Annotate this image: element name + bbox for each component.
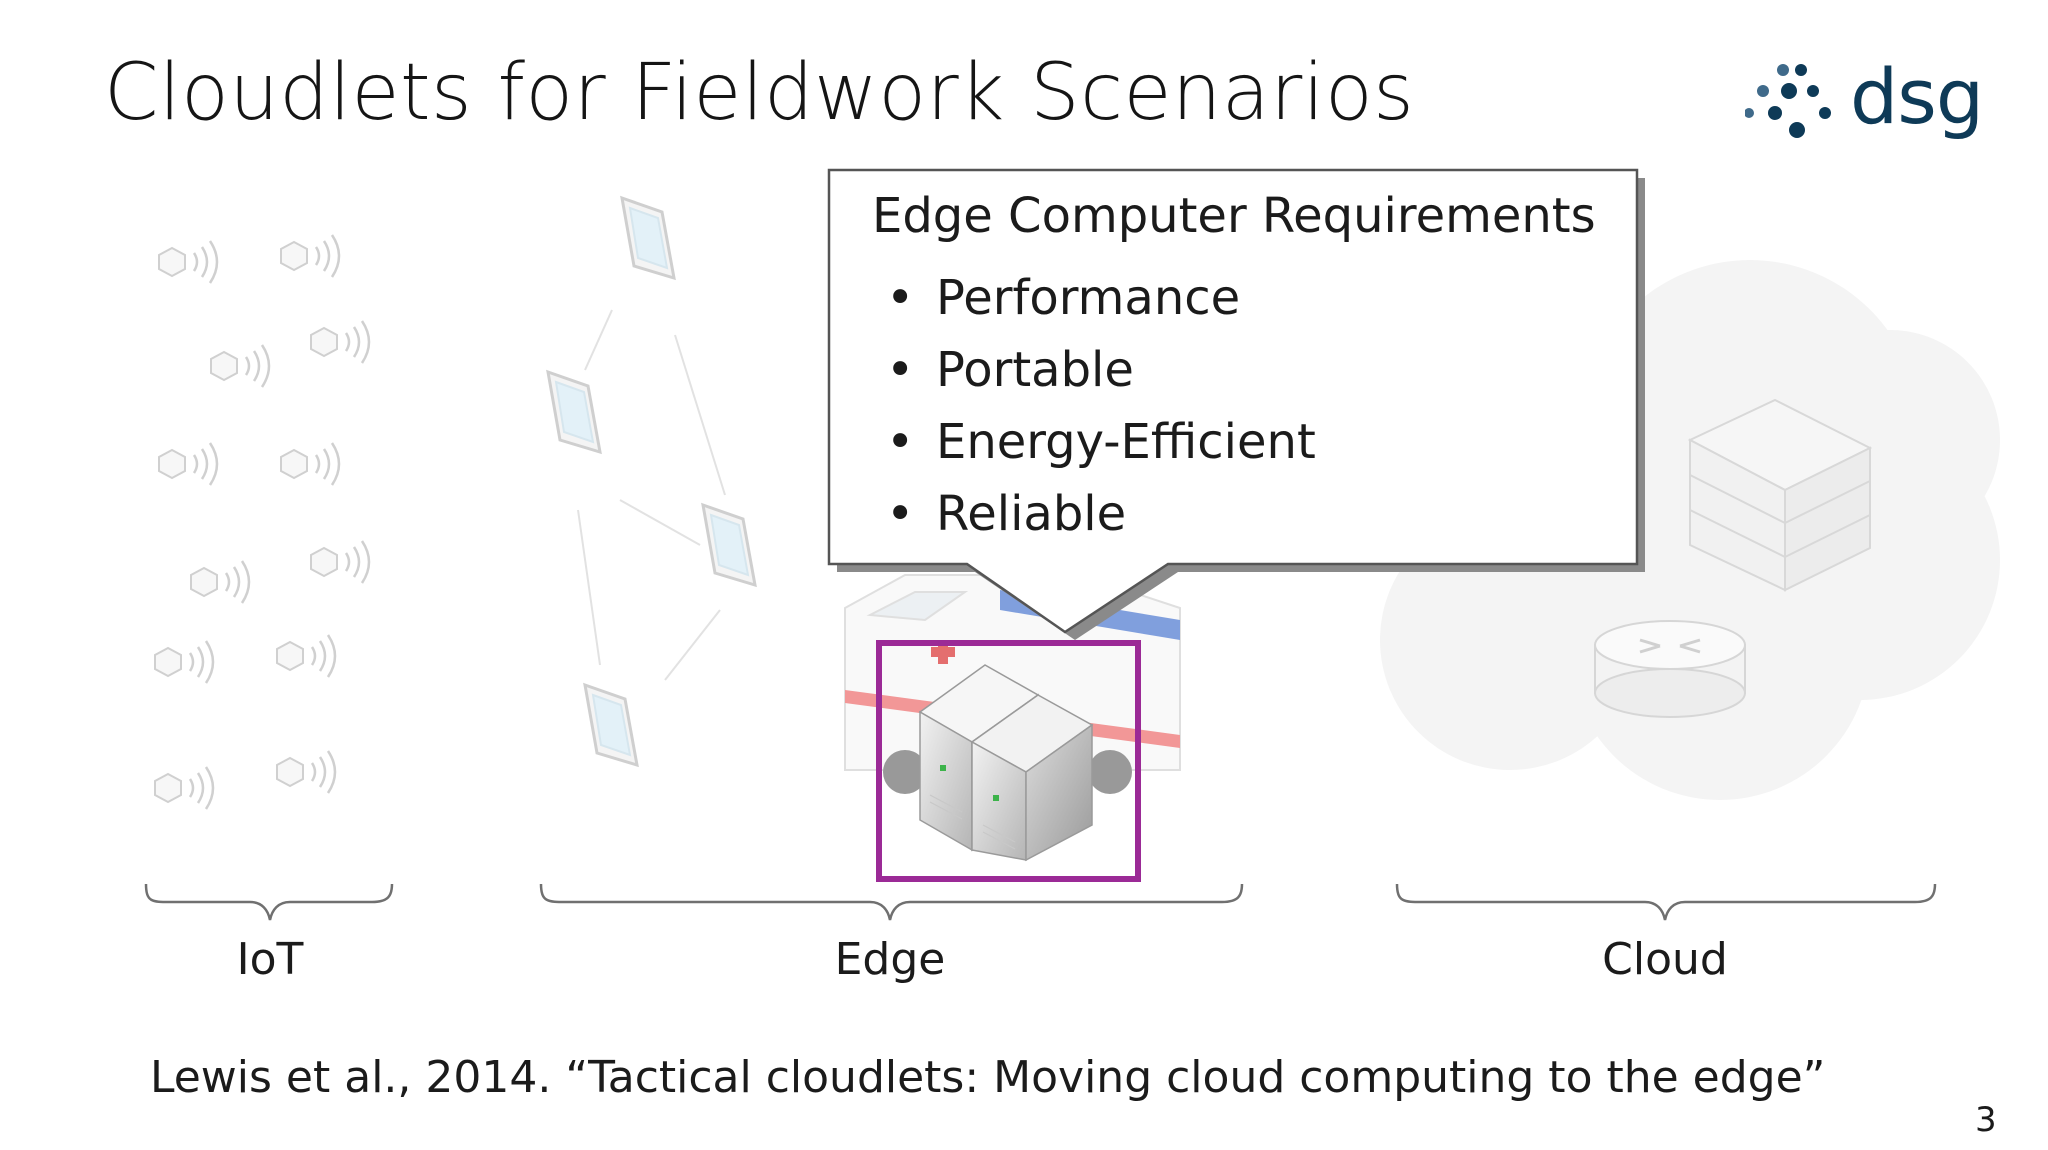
iot-label: IoT [236,934,304,985]
iot-sensor-icon [275,749,337,795]
tablet-icon [620,196,676,280]
dots-logo-icon [1744,64,1831,138]
requirements-list: •Performance •Portable •Energy-Efficient… [872,262,1596,550]
page-number: 3 [1975,1100,1997,1140]
iot-sensor-icon [209,343,271,389]
tablet-icon [583,683,639,767]
router-icon [1594,620,1746,718]
list-item: •Portable [886,342,1134,398]
list-item: •Energy-Efficient [886,414,1316,470]
logo-text: dsg [1850,52,1984,141]
iot-sensor-icon [309,319,371,365]
iot-sensor-icon [279,441,341,487]
edge-tablets [546,196,757,767]
iot-sensor-icon [157,441,219,487]
iot-sensor-icon [157,239,219,285]
slide-title: Cloudlets for Fieldwork Scenarios [104,48,1415,138]
iot-sensor-icon [309,539,371,585]
iot-sensor-icon [275,633,337,679]
list-item: •Reliable [886,486,1127,542]
cloud-brace [1395,883,1937,921]
server-rack-icon [1687,398,1873,592]
tablet-icon [701,503,757,587]
edge-highlight-box [876,640,1141,882]
citation: Lewis et al., 2014. “Tactical cloudlets:… [150,1052,1826,1103]
iot-sensor-icon [279,233,341,279]
iot-sensor-icon [153,639,215,685]
iot-sensor-icon [153,765,215,811]
callout-bubble [827,168,1645,640]
callout-heading: Edge Computer Requirements [872,188,1596,244]
iot-sensor-icon [189,559,251,605]
tablet-icon [546,370,602,454]
dsg-logo: dsg [1744,52,1984,148]
server-icon [918,664,1094,862]
iot-brace [144,883,394,921]
edge-label: Edge [834,934,946,985]
cloud-label: Cloud [1602,934,1728,985]
edge-brace [539,883,1244,921]
iot-sensors [153,233,371,811]
section-braces [144,883,1937,921]
callout-content: Edge Computer Requirements •Performance … [872,188,1596,550]
list-item: •Performance [886,270,1241,326]
